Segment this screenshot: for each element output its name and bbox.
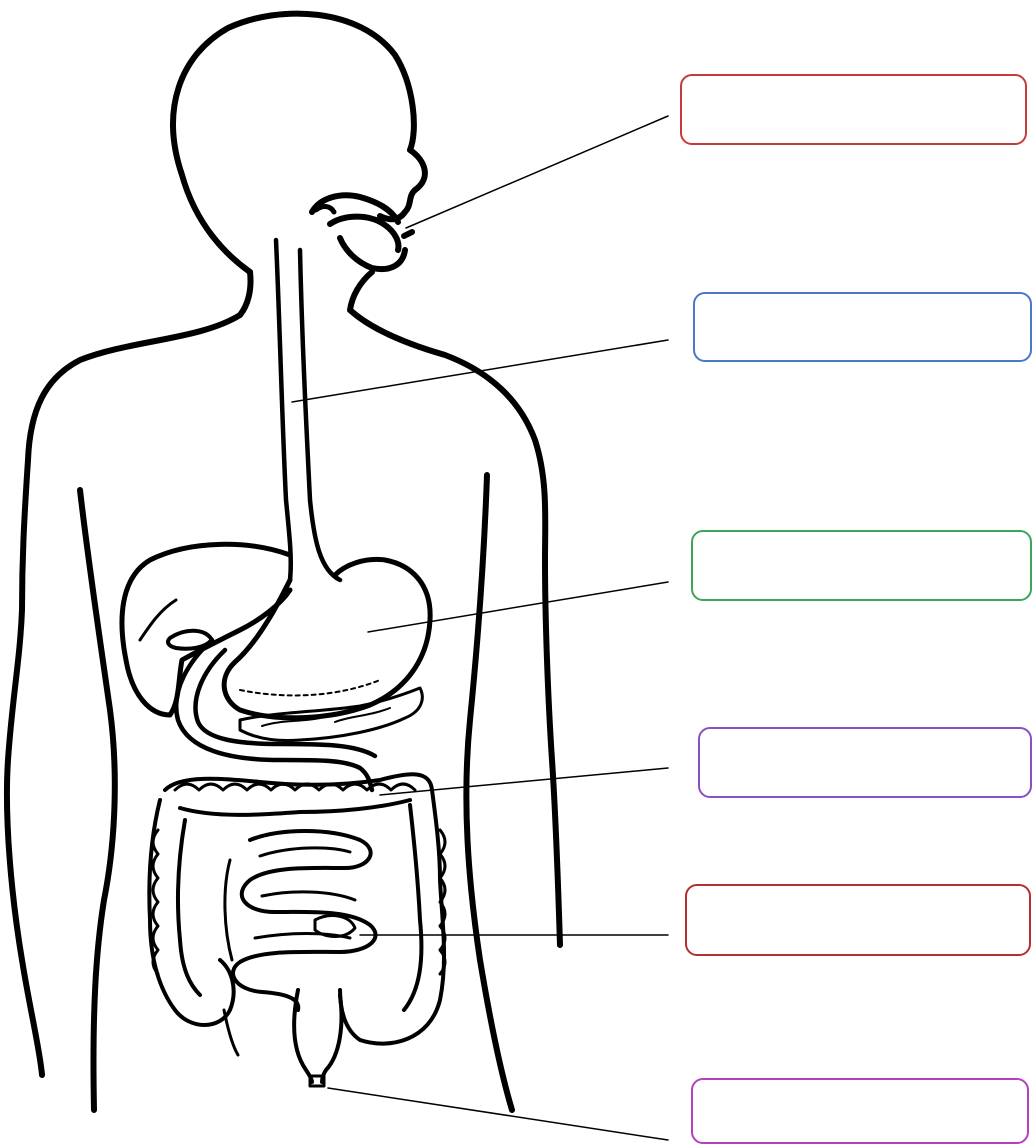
leader-line-esophagus [292,340,668,402]
esophagus-shape [276,240,340,580]
body-outline [7,14,560,1110]
leader-line-stomach [368,582,668,632]
rectum-shape [294,990,341,1086]
large-intestine-shape [149,774,445,1055]
label-box-large-intestine[interactable] [698,727,1032,798]
leader-line-mouth [406,116,668,228]
leader-line-rectum [328,1088,668,1140]
label-box-small-intestine[interactable] [685,884,1031,956]
label-box-rectum[interactable] [691,1078,1029,1144]
label-box-stomach[interactable] [691,530,1032,601]
small-intestine-shape [225,831,376,1010]
leader-line-large-intestine [380,768,668,795]
label-box-esophagus[interactable] [693,292,1032,362]
label-box-mouth[interactable] [680,74,1027,145]
